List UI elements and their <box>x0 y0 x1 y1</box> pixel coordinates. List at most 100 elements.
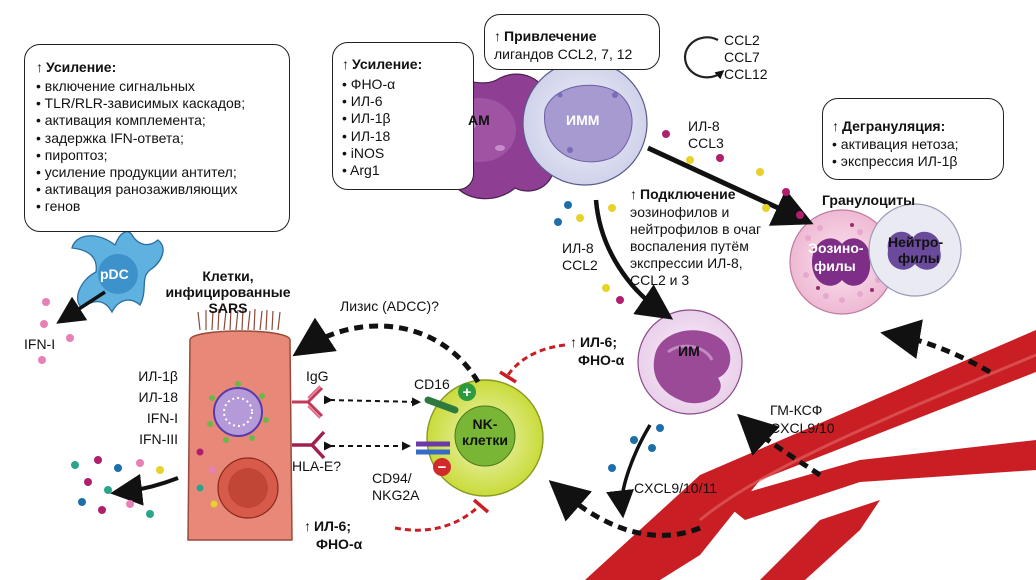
granulocytes-label: Гранулоциты <box>822 192 916 208</box>
ccl3-label: CCL3 <box>688 135 724 151</box>
up-arrow-icon: ↑ <box>304 518 311 534</box>
imm-label: ИММ <box>566 112 600 128</box>
up-arrow-icon: ↑ <box>570 334 577 350</box>
nk-label-1: NK- <box>472 416 498 432</box>
ifn-i-label: IFN-I <box>24 336 56 352</box>
cycle-arrow <box>683 36 725 80</box>
box-mid-list: ФНО-α ИЛ-6 ИЛ-1β ИЛ-18 iNOS Arg1 <box>342 76 395 179</box>
arrow-vessel-gran <box>880 319 992 375</box>
pdc-cell <box>71 231 164 314</box>
inhibit-top <box>499 343 566 384</box>
igg-label: IgG <box>306 368 329 384</box>
nk-label-2: клетки <box>462 432 508 448</box>
svg-text:+: + <box>463 384 472 401</box>
box-top-line: лигандов CCL2, 7, 12 <box>494 46 633 62</box>
recruit-line: воспаления путём <box>630 238 749 254</box>
recruit-line: экспрессии ИЛ-8, <box>630 255 743 271</box>
cd94-label-1: CD94/ <box>372 470 412 486</box>
list-item: активация ранозаживляющих <box>36 181 245 198</box>
il8-label-mid: ИЛ-8 <box>562 240 594 256</box>
recruit-line: CCL2 и 3 <box>630 272 690 288</box>
box-right-list: активация нетоза; экспрессия ИЛ-1β <box>832 136 959 170</box>
list-item: включение сигнальных <box>36 78 245 95</box>
recruit-line: нейтрофилов в очаг <box>630 221 762 237</box>
list-item: активация комплемента; <box>36 112 245 129</box>
sars-label-2: инфицированные <box>165 284 291 300</box>
svg-text:−: − <box>438 459 447 476</box>
lysis-label: Лизис (ADCC)? <box>340 298 439 314</box>
cytokine-label: IFN-I <box>146 410 178 426</box>
arrow-imm-im <box>593 199 674 320</box>
il6-bottom-1: ↑ИЛ-6; <box>304 518 351 534</box>
im-label: ИМ <box>678 343 700 359</box>
recruit-line: эозинофилов и <box>630 204 730 220</box>
cytokine-label: ИЛ-18 <box>138 389 178 405</box>
cycle-label: CCL2 <box>724 32 760 48</box>
recruit-heading: ↑Подключение <box>630 186 736 202</box>
im-cell <box>637 309 743 415</box>
box-right-heading: ↑Дегрануляция: <box>832 118 946 134</box>
il6-top-1: ↑ИЛ-6; <box>570 334 617 350</box>
up-arrow-icon: ↑ <box>630 186 637 202</box>
arrow-im-down <box>606 424 652 519</box>
arrow-lysis <box>292 317 481 384</box>
list-item: ИЛ-18 <box>342 128 395 145</box>
hla-label: HLA-E? <box>292 458 342 474</box>
cd16-receptor: + <box>424 383 476 414</box>
igg-receptor <box>292 385 324 419</box>
ccl2-label: CCL2 <box>562 257 598 273</box>
box-left-heading: ↑Усиление: <box>36 59 117 75</box>
granulocytes <box>789 203 962 315</box>
fno-bottom-2: ФНО-α <box>316 536 363 552</box>
list-item: TLR/RLR-зависимых каскадов; <box>36 95 246 112</box>
up-arrow-icon: ↑ <box>36 59 43 75</box>
list-item: усиление продукции антител; <box>36 164 245 181</box>
arrow-nk-to-sars-bottom <box>548 480 701 538</box>
list-item: экспрессия ИЛ-1β <box>832 153 959 170</box>
cytokine-label: IFN-III <box>139 431 178 447</box>
list-item: ИЛ-6 <box>342 93 395 110</box>
cd16-label: CD16 <box>414 376 450 392</box>
box-top-heading: ↑Привлечение <box>494 28 597 44</box>
arrow-imm-gran <box>646 145 814 226</box>
cd94-label-2: NKG2A <box>372 487 420 503</box>
arrow-pdc-ifn <box>56 290 106 324</box>
cycle-label: CCL12 <box>724 66 768 82</box>
fno-top-2: ФНО-α <box>578 352 625 368</box>
box-mid-heading: ↑Усиление: <box>342 56 423 72</box>
gm-csf-label: ГМ-КСФ <box>770 402 823 418</box>
cd94-receptor: − <box>416 441 451 476</box>
list-item: генов <box>36 198 245 215</box>
il8-label-top: ИЛ-8 <box>688 118 720 134</box>
cxcl910-label: CXCL9/10 <box>770 420 835 436</box>
pdc-label: pDC <box>100 266 129 282</box>
neutrophils-label-2: филы <box>898 250 940 266</box>
arrow-vessel-im <box>737 413 822 478</box>
box-left-list: включение сигнальных TLR/RLR-зависимых к… <box>36 78 246 216</box>
up-arrow-icon: ↑ <box>342 56 349 72</box>
list-item: ИЛ-1β <box>342 110 395 127</box>
box-top <box>484 14 660 70</box>
am-label: АМ <box>468 112 490 128</box>
up-arrow-icon: ↑ <box>832 118 839 134</box>
arrow-igg-cd16 <box>323 395 421 407</box>
up-arrow-icon: ↑ <box>494 28 501 44</box>
list-item: ФНО-α <box>342 76 395 93</box>
list-item: пироптоз; <box>36 147 245 164</box>
cytokine-dots <box>38 130 804 518</box>
neutrophils-label-1: Нейтро- <box>888 234 944 250</box>
cycle-label: CCL7 <box>724 49 760 65</box>
list-item: iNOS <box>342 145 395 162</box>
cytokine-label: ИЛ-1β <box>138 368 178 384</box>
blood-vessel <box>585 330 1036 580</box>
sars-label-3: SARS <box>208 300 248 316</box>
sars-label-1: Клетки, <box>202 268 254 284</box>
eosinophils-label-1: Эозино- <box>808 240 864 256</box>
sars-infected-cell <box>187 307 293 541</box>
list-item: Arg1 <box>342 162 395 179</box>
cxcl91011-label: CXCL9/10/11 <box>634 480 718 496</box>
arrow-sars-out <box>110 473 179 506</box>
hla-receptor <box>292 430 326 460</box>
